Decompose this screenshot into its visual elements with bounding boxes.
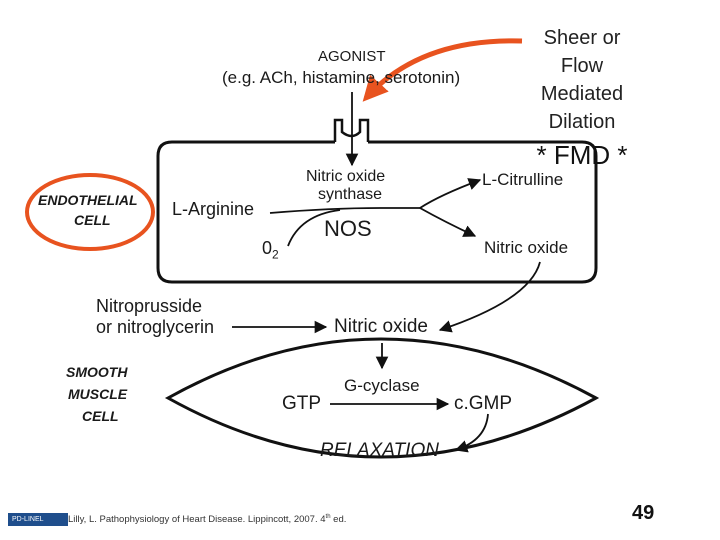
gtp-label: GTP <box>282 393 322 414</box>
callout-fmd: * FMD * <box>536 140 628 170</box>
o2-text: 0 <box>262 238 273 258</box>
endothelial-highlight <box>25 173 155 251</box>
page-number: 49 <box>632 502 655 524</box>
nitroprusside-line1: Nitroprusside <box>96 296 203 316</box>
nitric-oxide-muscle-label: Nitric oxide <box>334 316 428 337</box>
citation-sup: th <box>325 514 331 520</box>
agonist-examples: (e.g. ACh, histamine, serotonin) <box>222 68 461 87</box>
callout-arrow <box>362 38 523 102</box>
endothelial-label-line1: ENDOTHELIAL <box>38 192 138 208</box>
nitric-oxide-cell-label: Nitric oxide <box>484 238 569 257</box>
agonist-title: AGONIST <box>318 48 386 65</box>
o2-subscript: 2 <box>272 247 279 262</box>
nitroprusside-line2: or nitroglycerin <box>96 317 215 337</box>
citation-text: Lilly, L. Pathophysiology of Heart Disea… <box>68 514 326 526</box>
cgmp-label: c.GMP <box>454 393 513 414</box>
endothelial-label-line2: CELL <box>74 212 111 228</box>
o2-label: 02 <box>262 238 279 262</box>
callout-dilation: Dilation <box>548 111 616 133</box>
l-arginine-label: L-Arginine <box>172 199 255 219</box>
smooth-muscle-line2: MUSCLE <box>68 386 128 402</box>
callout-flow: Flow <box>560 55 604 77</box>
cgmp-to-relaxation-arrow <box>454 413 489 453</box>
citrulline-arrow <box>419 178 482 209</box>
citation-end: ed. <box>330 514 347 526</box>
no-cell-arrow <box>419 207 477 237</box>
callout-sheer: Sheer or <box>543 27 621 49</box>
g-cyclase-label: G-cyclase <box>344 376 420 395</box>
relaxation-label: RELAXATION <box>320 440 439 461</box>
synthase-line1: Nitric oxide <box>306 168 386 185</box>
l-citrulline-label: L-Citrulline <box>482 170 564 189</box>
smooth-muscle-line1: SMOOTH <box>66 364 128 380</box>
smooth-muscle-line3: CELL <box>82 408 119 424</box>
no-diffusion-arrow <box>438 261 541 333</box>
citation: Lilly, L. Pathophysiology of Heart Disea… <box>68 514 346 525</box>
arginine-line <box>269 207 420 214</box>
smooth-muscle-outline <box>164 337 600 459</box>
synthase-line2: synthase <box>318 186 383 203</box>
callout-mediated: Mediated <box>540 83 624 105</box>
o2-line <box>287 209 341 247</box>
publisher-logo: PD-LINEL <box>8 513 68 526</box>
nos-label: NOS <box>324 216 372 241</box>
endothelial-cell-outline <box>156 140 598 284</box>
